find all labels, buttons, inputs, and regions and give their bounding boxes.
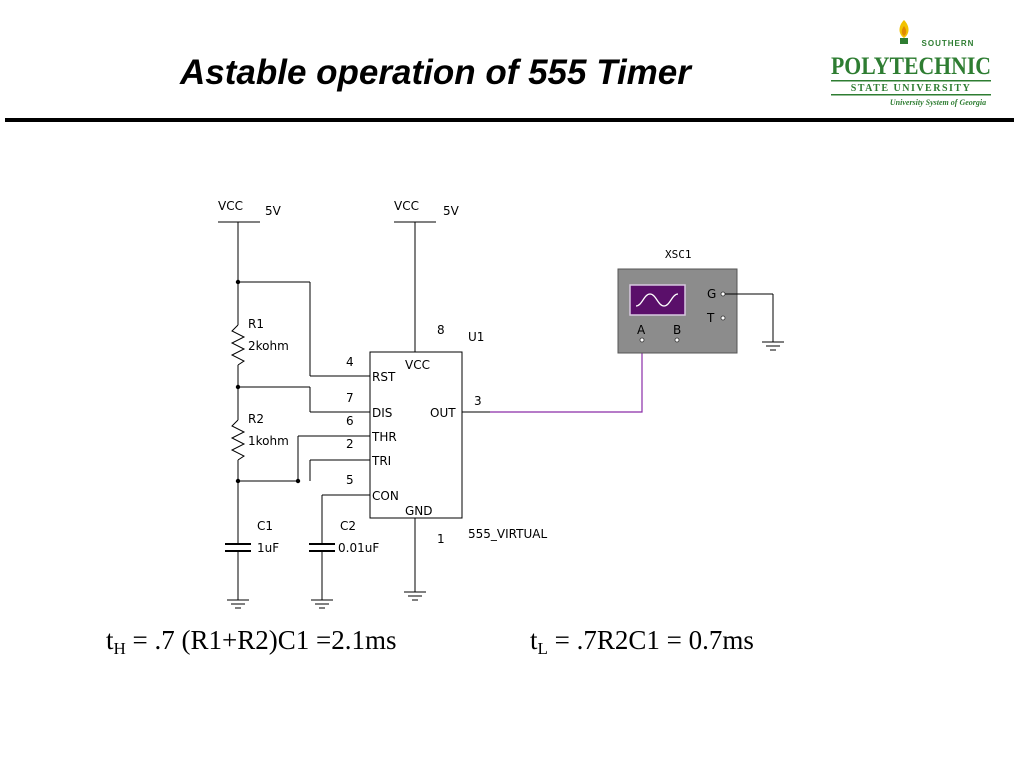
formula-th-expression: = .7 (R1+R2)C1 =2.1ms — [125, 625, 397, 655]
pin-5-number: 5 — [346, 473, 354, 487]
formula-th-subscript: H — [113, 639, 126, 658]
c2-name: C2 — [340, 519, 356, 533]
pin-dis-name: DIS — [372, 406, 392, 420]
slide-title: Astable operation of 555 Timer — [180, 53, 691, 92]
ic-part: 555_VIRTUAL — [468, 527, 547, 541]
ic-555-body — [369, 351, 463, 519]
pin-3-number: 3 — [474, 394, 482, 408]
c1-name: C1 — [257, 519, 273, 533]
scope-terminal-b: B — [673, 323, 681, 337]
pin-con-name: CON — [372, 489, 399, 503]
r2-value: 1kohm — [248, 434, 289, 448]
pin-8-number: 8 — [437, 323, 445, 337]
c1-value: 1uF — [257, 541, 279, 555]
logo-line-main: POLYTECHNIC — [831, 53, 991, 80]
pin-6-number: 6 — [346, 414, 354, 428]
scope-terminal-g: G — [707, 287, 716, 301]
pin-4-number: 4 — [346, 355, 354, 369]
pin-tri-name: TRI — [371, 454, 391, 468]
formula-tl-expression: = .7R2C1 = 0.7ms — [547, 625, 754, 655]
c2-value: 0.01uF — [338, 541, 379, 555]
vcc-left-label: VCC — [218, 199, 243, 213]
pin-vcc-name: VCC — [405, 358, 430, 372]
r1-value: 2kohm — [248, 339, 289, 353]
pin-out-name: OUT — [430, 406, 456, 420]
university-logo: SOUTHERN POLYTECHNIC STATE UNIVERSITY Un… — [831, 20, 991, 107]
scope-terminal-a: A — [637, 323, 646, 337]
formula-high-time: tH = .7 (R1+R2)C1 =2.1ms — [106, 625, 397, 659]
logo-line-top: SOUTHERN — [922, 39, 975, 48]
resistor-r2 — [230, 419, 246, 461]
oscilloscope-xsc1 — [617, 268, 738, 354]
vcc-left-value: 5V — [265, 204, 282, 218]
scope-terminal-t: T — [706, 311, 715, 325]
vcc-right-label: VCC — [394, 199, 419, 213]
pin-2-number: 2 — [346, 437, 354, 451]
formula-low-time: tL = .7R2C1 = 0.7ms — [530, 625, 754, 659]
pin-7-number: 7 — [346, 391, 354, 405]
vcc-right-value: 5V — [443, 204, 460, 218]
pin-thr-name: THR — [371, 430, 397, 444]
logo-line-state: STATE UNIVERSITY — [851, 83, 972, 94]
sine-wave-icon — [635, 293, 679, 307]
title-divider — [5, 118, 1014, 122]
probe-wire — [490, 342, 643, 413]
logo-line-system: University System of Georgia — [890, 98, 986, 107]
formula-tl-symbol: t — [530, 625, 538, 655]
scope-ref: XSC1 — [665, 248, 692, 261]
pin-rst-name: RST — [372, 370, 396, 384]
ic-ref: U1 — [468, 330, 484, 344]
pin-1-number: 1 — [437, 532, 445, 546]
r2-name: R2 — [248, 412, 264, 426]
r1-name: R1 — [248, 317, 264, 331]
torch-icon — [899, 20, 909, 44]
formula-tl-subscript: L — [537, 639, 548, 658]
formula-th-symbol: t — [106, 625, 114, 655]
resistor-r1 — [230, 324, 246, 366]
pin-gnd-name: GND — [405, 504, 433, 518]
